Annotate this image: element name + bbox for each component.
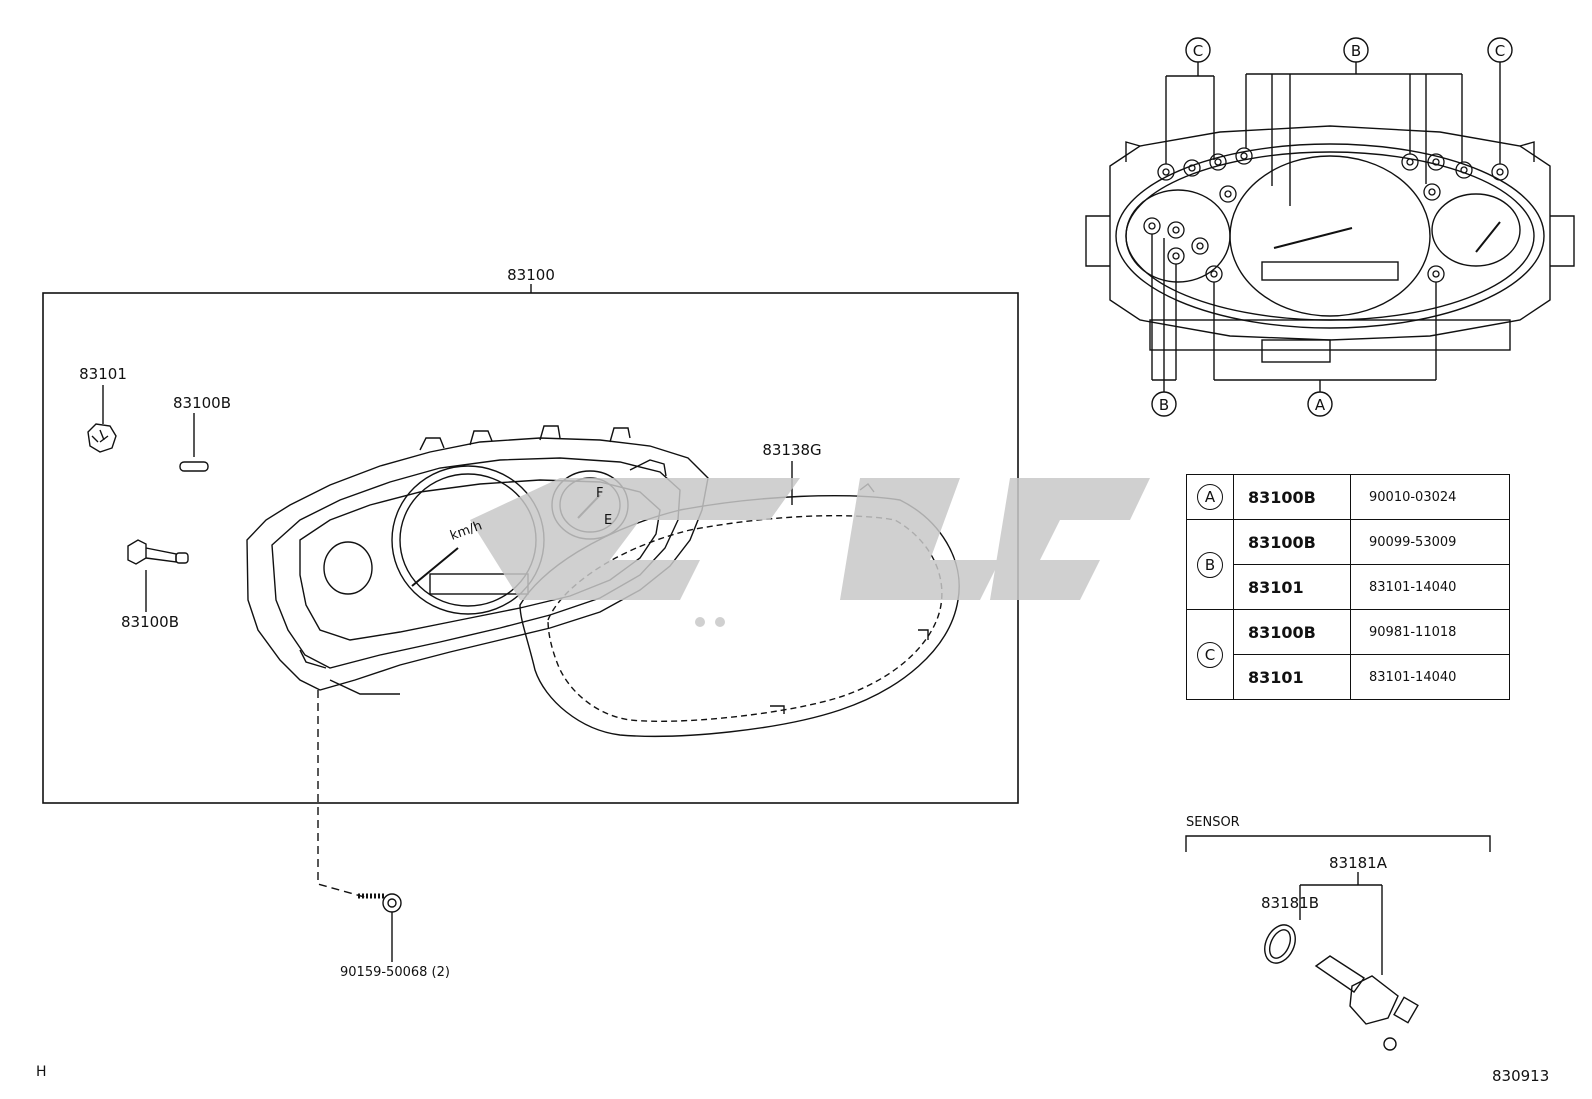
part-cell: 83100B <box>1233 474 1351 520</box>
tachometer-gauge <box>323 541 373 595</box>
bulb-side-icon <box>127 539 189 612</box>
callout-83181a: 83181A <box>1329 854 1388 872</box>
key-c-badge: C <box>1197 641 1223 668</box>
key-c-top-right: C <box>1495 42 1505 60</box>
fuel-f-mark: F <box>596 486 603 501</box>
table-row: B 83100B 90099-53009 <box>1186 519 1510 610</box>
sensor-title: SENSOR <box>1186 815 1240 830</box>
key-cell: A <box>1186 474 1234 520</box>
key-b-bottom: B <box>1159 396 1169 414</box>
callout-screw: 90159-50068 (2) <box>340 965 450 980</box>
key-a-bottom: A <box>1315 396 1326 414</box>
key-a-badge: A <box>1197 484 1223 510</box>
table-row: 83101 83101-14040 <box>1187 564 1510 610</box>
part-cell: 83100B <box>1233 519 1351 565</box>
part-cell: 83101 <box>1233 564 1351 610</box>
number-cell: 90010-03024 <box>1350 474 1510 520</box>
key-cell: B <box>1186 519 1234 610</box>
key-b-top: B <box>1351 42 1361 60</box>
watermark-logo <box>470 478 1150 627</box>
callout-83100b-side: 83100B <box>121 613 179 631</box>
table-row: 83101 83101-14040 <box>1187 654 1510 700</box>
key-c-top-left: C <box>1193 42 1203 60</box>
table-row: C 83100B 90981-11018 <box>1186 609 1510 700</box>
callout-83100b-top: 83100B <box>173 394 231 412</box>
speed-unit: km/h <box>448 518 484 543</box>
bulb-icon <box>179 413 209 472</box>
number-cell: 90981-11018 <box>1350 609 1510 655</box>
fuel-e-mark: E <box>604 513 612 528</box>
diagram-code: 830913 <box>1492 1067 1550 1085</box>
meter-rear-view <box>1085 62 1575 392</box>
table-row: A 83100B 90010-03024 <box>1186 474 1510 520</box>
callout-83101: 83101 <box>79 365 127 383</box>
o-ring-icon <box>1264 924 1296 964</box>
part-cell: 83100B <box>1233 609 1351 655</box>
key-b-badge: B <box>1197 551 1223 578</box>
callout-83138g: 83138G <box>762 441 821 459</box>
callout-83100: 83100 <box>507 266 555 284</box>
sensor-bracket <box>1185 835 1491 852</box>
legend-table: A 83100B 90010-03024 B 83100B 90099-5300… <box>1186 474 1510 700</box>
speed-sensor-icon <box>1314 955 1419 1051</box>
key-cell: C <box>1186 609 1234 700</box>
number-cell: 83101-14040 <box>1350 564 1510 610</box>
number-cell: 90099-53009 <box>1350 519 1510 565</box>
bulb-socket-icon <box>87 385 117 453</box>
footer-left-mark: H <box>36 1064 47 1080</box>
screw-icon <box>317 690 402 962</box>
number-cell: 83101-14040 <box>1350 654 1510 700</box>
part-cell: 83101 <box>1233 654 1351 700</box>
callout-83181b: 83181B <box>1261 894 1319 912</box>
